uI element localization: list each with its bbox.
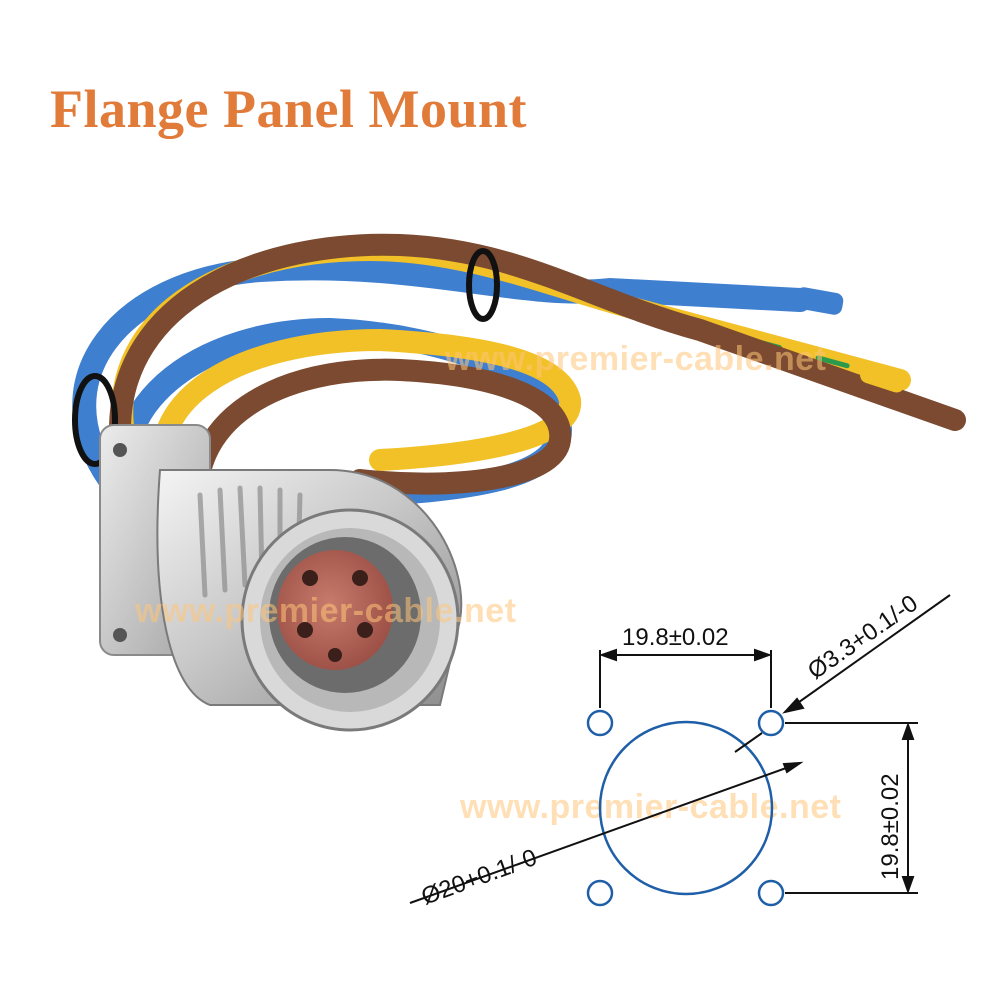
dimension-center-diameter: Ø20+0.1/-0: [418, 844, 541, 911]
yellow-wire-2: [150, 328, 582, 511]
dimension-hole-spacing-vertical: 19.8±0.02: [877, 773, 904, 880]
watermark-bottom: www.premier-cable.net: [460, 788, 842, 826]
blue-ferrule: [794, 287, 844, 315]
mounting-hole-top-left: [586, 709, 614, 737]
dimension-hole-spacing-horizontal: 19.8±0.02: [622, 624, 729, 651]
mounting-hole-top-right: [757, 709, 785, 737]
page-title: Flange Panel Mount: [50, 79, 527, 139]
cable-tie-left: [72, 373, 118, 467]
center-bore-circle: [598, 720, 774, 896]
watermark-middle: www.premier-cable.net: [135, 592, 517, 630]
dimension-hole-diameter: Ø3.3+0.1/-0: [803, 590, 923, 685]
cable-tie-right: [466, 248, 500, 322]
yellow-ferrule: [860, 363, 906, 393]
mounting-hole-bottom-left: [586, 879, 614, 907]
mounting-hole-bottom-right: [757, 879, 785, 907]
brown-wire: [109, 233, 966, 441]
brown-ferrule: [920, 400, 964, 430]
brown-wire-2: [186, 358, 572, 531]
watermark-top: www.premier-cable.net: [445, 340, 827, 378]
